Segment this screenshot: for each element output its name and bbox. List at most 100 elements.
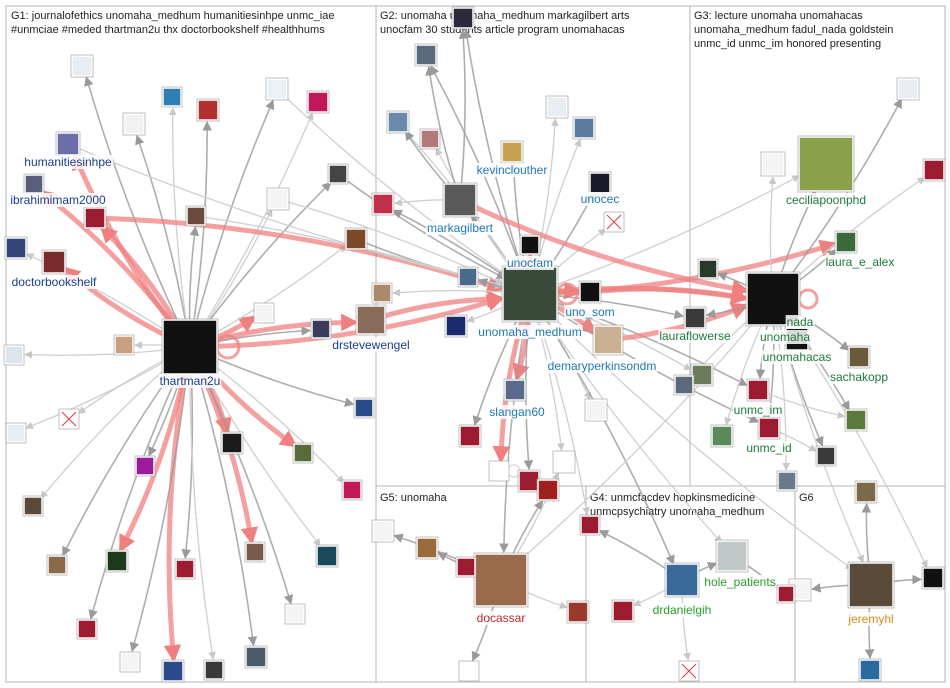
label-unocec: unocec [581,192,620,206]
node-g1-ag[interactable] [161,659,185,683]
node-g4-a[interactable] [579,514,601,536]
node-frame [292,442,314,464]
node-unmc-id[interactable] [757,416,781,440]
node-g3-f[interactable] [673,374,695,396]
node-g1-t[interactable] [220,431,244,455]
node-g1-u[interactable] [134,455,156,477]
node-slangan60[interactable] [503,378,527,402]
node-g1-q[interactable] [353,397,375,419]
node-g1-m[interactable] [253,302,275,324]
node-markagilbert[interactable] [442,182,478,218]
node-g5-c[interactable] [455,556,477,578]
node-g2-j[interactable] [371,282,393,304]
node-g1-a[interactable] [70,54,94,78]
node-g1-af[interactable] [119,651,141,673]
node-jeremyhl[interactable] [847,561,895,609]
node-g2-p[interactable] [552,450,576,474]
node-docassar[interactable] [473,552,529,608]
node-unomaha[interactable] [745,271,801,327]
node-g2-f[interactable] [572,116,596,140]
node-unomaha-medhum[interactable] [501,265,559,323]
node-g2-b[interactable] [451,6,475,30]
node-lauraflowerse[interactable] [683,306,707,330]
node-g1-ae[interactable] [76,618,98,640]
node-g1-i[interactable] [185,205,207,227]
node-unmc-im[interactable] [746,378,770,402]
node-g1-ac[interactable] [315,544,339,568]
node-g2-n[interactable] [488,460,510,482]
node-g5-a[interactable] [371,519,395,543]
node-g1-d[interactable] [196,98,220,122]
node-g4-b[interactable] [611,599,635,623]
node-g3-d[interactable] [697,258,719,280]
node-g2-m[interactable] [584,398,608,422]
node-g1-p[interactable] [3,344,25,366]
node-g2-k[interactable] [444,314,468,338]
node-uno-som[interactable] [578,280,602,304]
node-g3-j[interactable] [776,470,798,492]
node-g1-j[interactable] [266,187,290,211]
node-drdanielgih[interactable] [664,562,700,598]
node-g1-n[interactable] [310,318,332,340]
node-g6-d[interactable] [858,658,882,682]
node-g2-o[interactable] [517,469,541,493]
node-g5-d[interactable] [536,478,560,502]
node-g1-o[interactable] [113,334,135,356]
node-laura-e-alex[interactable] [834,230,858,254]
node-g1-s[interactable] [58,408,80,430]
node-unocec[interactable] [588,171,612,195]
node-drstevewengel[interactable] [355,304,387,336]
node-g6-c[interactable] [921,566,945,590]
node-g1-y[interactable] [46,554,68,576]
node-g1-v[interactable] [292,442,314,464]
node-g2-g[interactable] [371,192,395,216]
node-g1-ah[interactable] [203,659,225,681]
node-g1-c[interactable] [161,86,183,108]
node-sachakopp[interactable] [847,345,871,369]
node-g2-e[interactable] [545,95,569,119]
node-ceciliapoonphd[interactable] [797,135,855,193]
node-g1-l[interactable] [344,227,368,251]
node-g1-aa[interactable] [174,558,196,580]
node-g1-ai[interactable] [244,645,268,669]
node-g1-ad[interactable] [284,603,306,625]
node-g2-l[interactable] [458,424,482,448]
node-g2-d[interactable] [419,128,441,150]
node-g3-b[interactable] [896,77,920,101]
node-unocfam[interactable] [519,234,541,256]
node-g1-r[interactable] [5,422,27,444]
node-g2-i[interactable] [457,266,479,288]
node-g4-c[interactable] [678,660,700,682]
node-g3-g[interactable] [710,424,734,448]
node-g2-h[interactable] [603,211,625,233]
node-g1-g[interactable] [83,206,107,230]
node-hole-patients[interactable] [715,539,749,573]
node-g3-c[interactable] [922,158,946,182]
node-g3-a[interactable] [760,151,786,177]
node-g1-z[interactable] [105,549,129,573]
node-demaryperkinsondm[interactable] [592,324,624,356]
node-kevinclouther[interactable] [500,140,524,164]
node-g2-c[interactable] [386,110,410,134]
node-g1-f[interactable] [306,90,330,114]
node-g3-e[interactable] [690,363,714,387]
node-g1-ab[interactable] [244,541,266,563]
node-humanitiesinhpe[interactable] [55,131,81,157]
node-g1-h[interactable] [4,236,28,260]
node-g1-x[interactable] [341,479,363,501]
node-g1-b[interactable] [122,112,146,136]
node-g1-w[interactable] [22,495,44,517]
node-g3-i[interactable] [815,445,837,467]
node-g6-a[interactable] [854,480,878,504]
node-g1-k[interactable] [327,163,349,185]
node-g2-a[interactable] [414,43,438,67]
node-thartman2u[interactable] [161,318,219,376]
node-g5-e[interactable] [566,600,590,624]
node-g6-e[interactable] [776,584,796,604]
node-g1-e[interactable] [265,77,289,101]
node-g3-h[interactable] [844,408,868,432]
node-g5-f[interactable] [458,660,480,682]
node-ibrahimimam2000[interactable] [23,173,45,195]
node-g5-b[interactable] [415,536,439,560]
node-doctorbookshelf[interactable] [41,249,67,275]
